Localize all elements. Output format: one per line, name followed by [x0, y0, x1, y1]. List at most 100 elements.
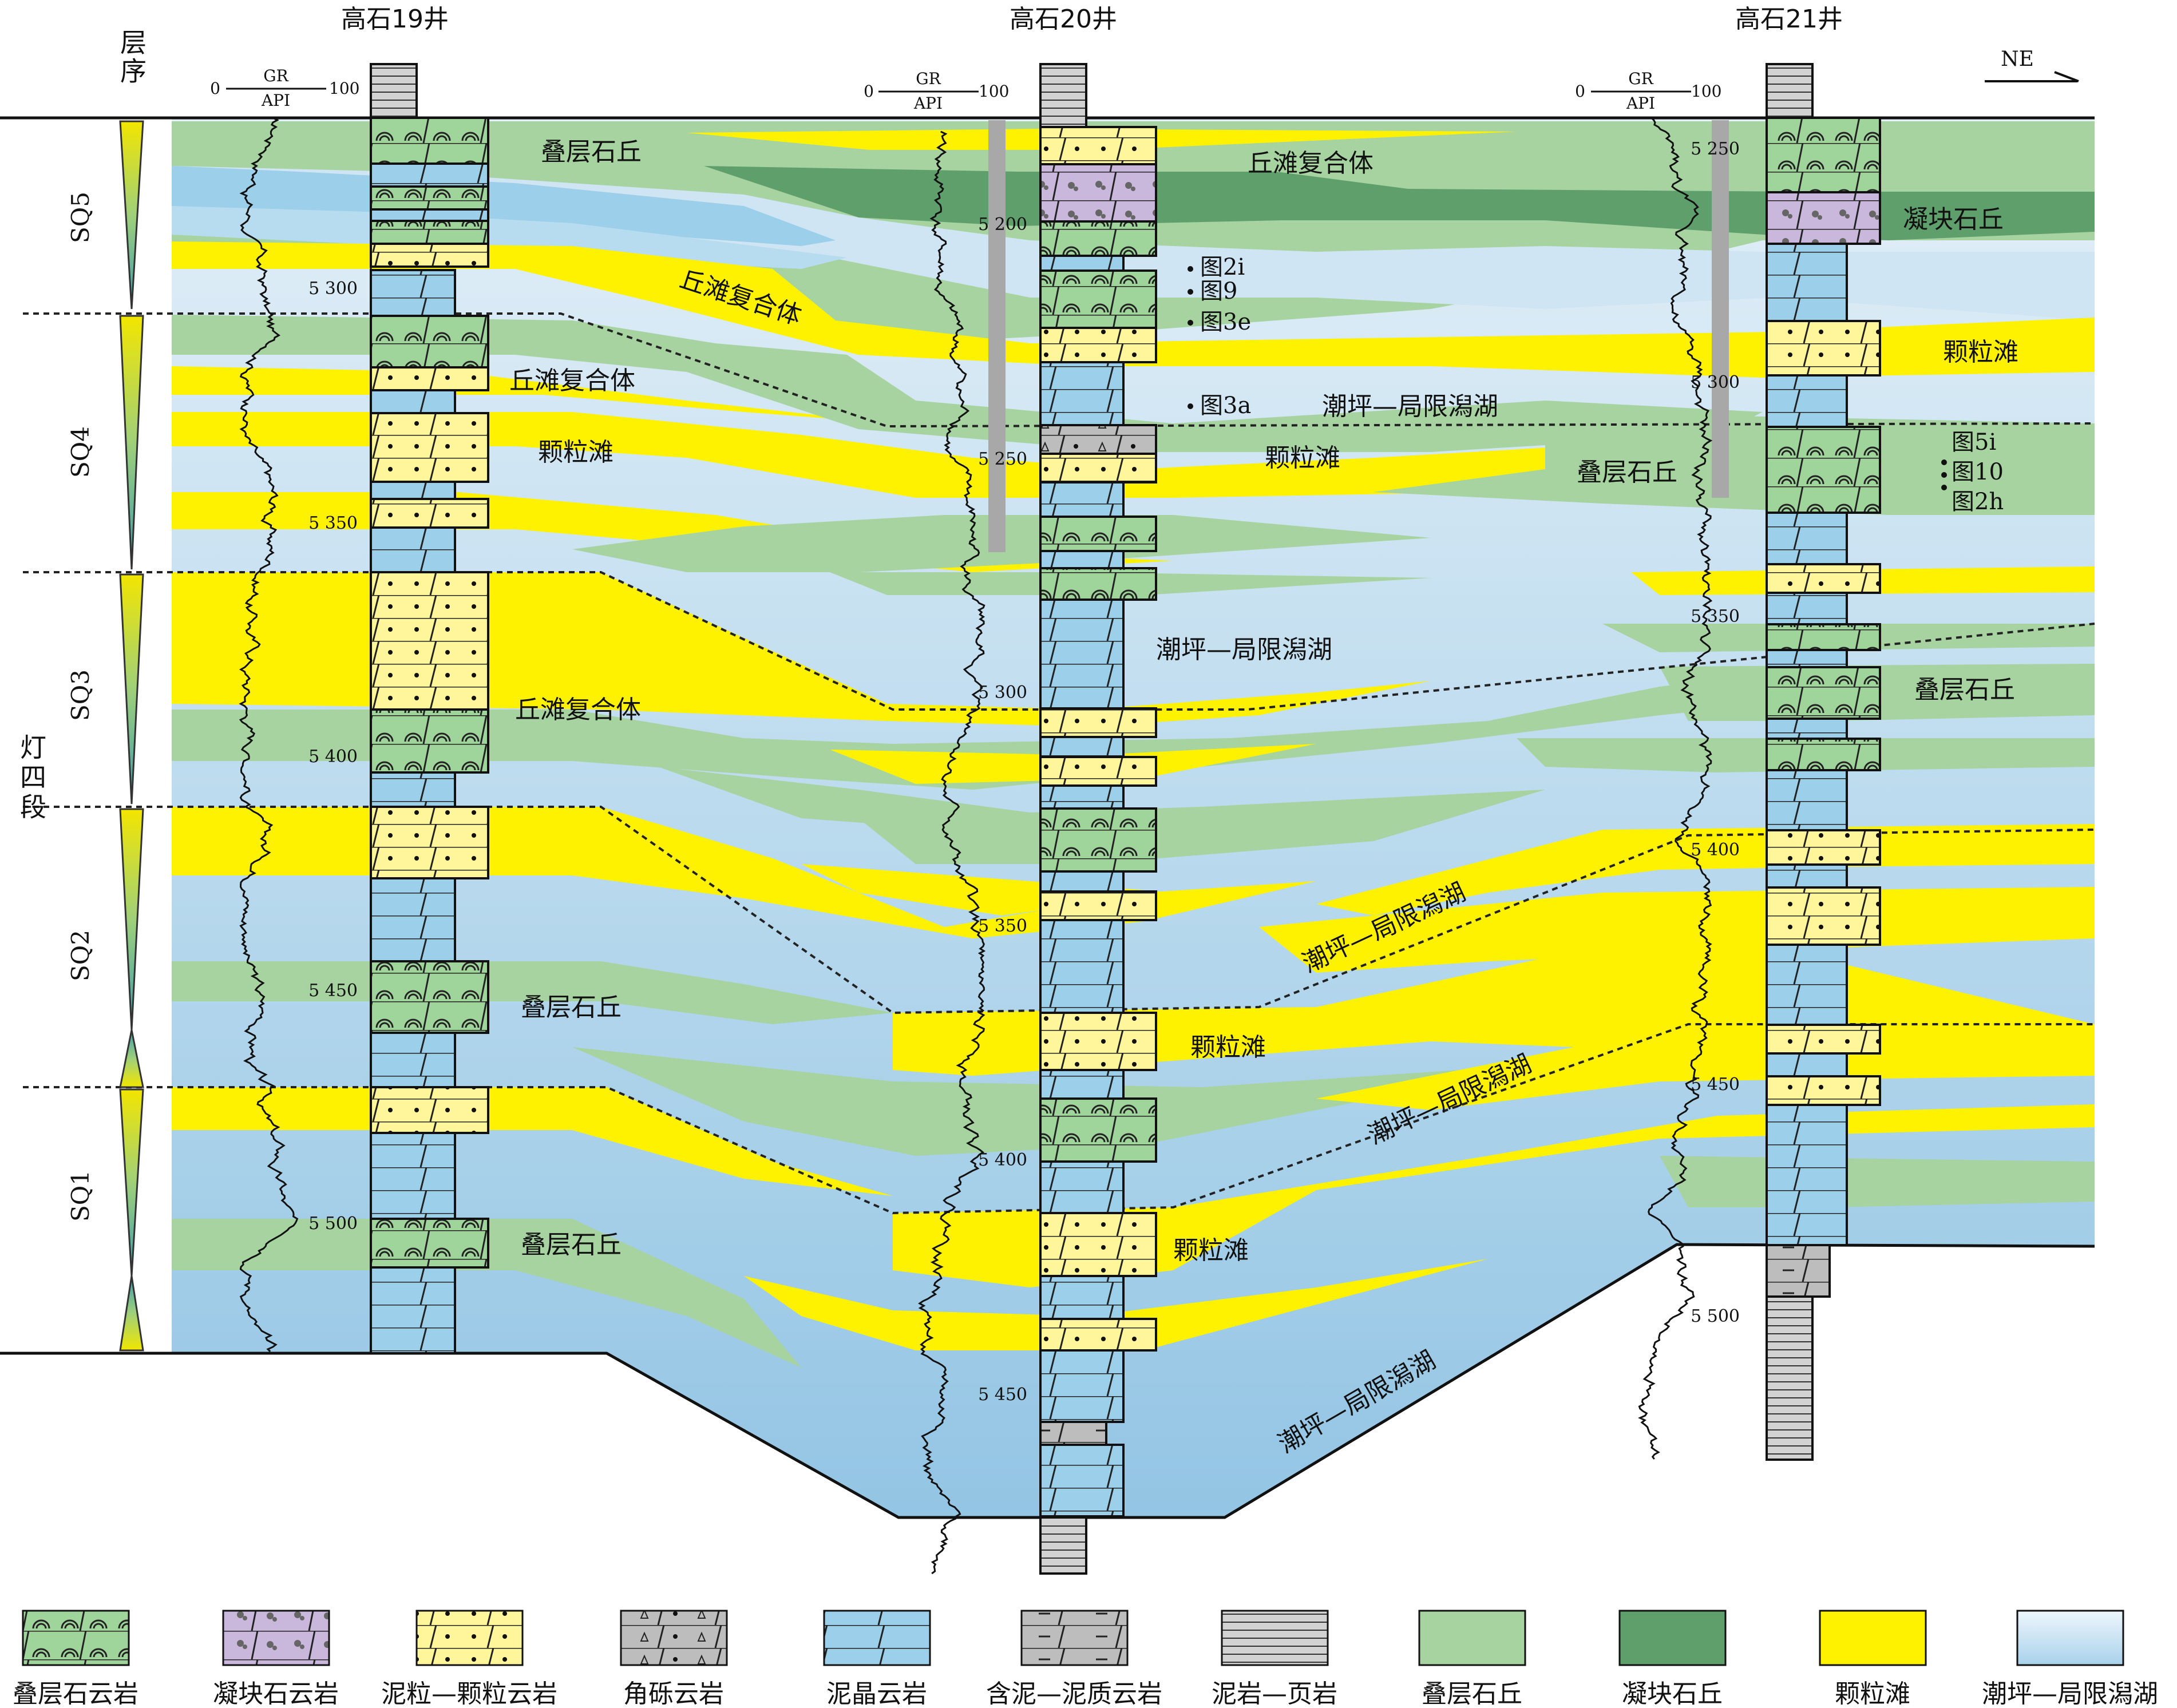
sequence-column-header: 层序 [116, 29, 147, 86]
sequence-triangle [119, 315, 144, 570]
gr-header-gs20: GR API 0 100 [864, 69, 1009, 113]
legend-label: 含泥—泥质云岩 [986, 1679, 1162, 1708]
sequence-names: SQ5 SQ4 SQ3 SQ2 SQ1 [66, 192, 94, 1222]
facies-label: 颗粒滩 [1265, 443, 1340, 473]
facies-label: 颗粒滩 [538, 438, 613, 467]
sequence-label-sq1: SQ1 [66, 1170, 94, 1222]
legend-label: 凝块石云岩 [213, 1679, 339, 1708]
depth-tick: 5 250 [978, 449, 1027, 469]
grain-shoal-body [172, 366, 893, 423]
facies-label: 叠层石丘 [1914, 675, 2015, 704]
stromatolite-mound-body [858, 790, 1545, 864]
facies-label: 潮坪—局限潟湖 [1322, 392, 1498, 421]
sampling-bars [988, 120, 1729, 552]
well-column-gs20 [1039, 63, 1157, 1575]
legend-swatch-breccia-dolomite [620, 1610, 728, 1666]
sequence-triangle [119, 1029, 144, 1088]
depth-ticks-gs20: 5 200 5 250 5 300 5 350 5 400 5 450 [978, 215, 1027, 1405]
well-column-gs21 [1766, 63, 1881, 1461]
direction-label: NE [2001, 47, 2034, 71]
legend-swatch-argillaceous-dolomite [1020, 1610, 1129, 1666]
depth-tick: 5 450 [978, 1385, 1027, 1405]
gr-curve-gs19 [239, 117, 299, 1353]
stromatolite-mound-body [172, 664, 2095, 790]
gr-min-label: 0 [864, 82, 874, 101]
legend-label: 潮坪—局限潟湖 [1982, 1679, 2158, 1708]
depth-tick: 5 400 [1691, 840, 1740, 860]
formation-label: 灯四段 [16, 734, 47, 823]
column-header: 层序 灯四段 [16, 29, 147, 823]
gr-header-gs19: GR API 0 100 [210, 66, 359, 110]
facies-label: 颗粒滩 [1943, 338, 2018, 367]
grain-shoal-body [1316, 824, 2095, 916]
legend-label: 角砾云岩 [623, 1679, 724, 1708]
api-label: API [913, 94, 943, 113]
gr-label: GR [916, 69, 941, 88]
depth-tick: 5 400 [978, 1150, 1027, 1170]
lagoon-band [172, 206, 847, 269]
grain-shoal-body [744, 1259, 1488, 1350]
legend [22, 1610, 2124, 1666]
sequence-triangle [119, 573, 144, 805]
legend-swatch-tidal-flat-lagoon [2016, 1610, 2124, 1666]
api-label: API [1626, 94, 1655, 113]
legend-swatch-thrombolite-dolomite [222, 1610, 330, 1666]
gr-label: GR [1628, 69, 1653, 88]
stromatolite-mound-body [1660, 1156, 2095, 1207]
legend-swatch-grain-shoal [1819, 1610, 1927, 1666]
api-label: API [261, 91, 290, 110]
sequence-triangle [119, 120, 144, 310]
legend-label: 泥晶云岩 [826, 1679, 927, 1708]
north-east-indicator: NE [1985, 47, 2079, 82]
facies-label: 叠层石丘 [541, 137, 642, 167]
legend-label: 泥粒—颗粒云岩 [381, 1679, 557, 1708]
sample-marker: 图2i [1200, 254, 1245, 280]
gr-min-label: 0 [210, 79, 220, 98]
gr-max-label: 100 [329, 79, 359, 98]
depth-tick: 5 500 [1691, 1306, 1740, 1326]
sample-marker: 图3a [1200, 393, 1251, 419]
stromatolite-mound-body [172, 961, 893, 1024]
sequence-triangle [119, 808, 144, 1031]
sample-marker: 图9 [1200, 278, 1237, 304]
depth-tick: 5 350 [978, 916, 1027, 936]
facies-label: 叠层石丘 [1577, 458, 1677, 487]
legend-label: 颗粒滩 [1835, 1679, 1910, 1708]
sequence-label-sq5: SQ5 [66, 192, 94, 243]
depth-ticks-gs21: 5 250 5 300 5 350 5 400 5 450 5 500 [1691, 139, 1740, 1326]
legend-swatch-micrite-dolomite [823, 1610, 931, 1666]
grain-shoal-body [172, 1087, 893, 1196]
sequence-column [119, 120, 144, 1352]
facies-label: 丘滩复合体 [509, 366, 635, 395]
sample-markers: 图2i 图9 图3e 图3a 图5i 图10 图2h [1188, 254, 2004, 515]
legend-swatch-grainstone-dolomite [415, 1610, 524, 1666]
facies-label: 叠层石丘 [521, 993, 622, 1022]
legend-swatch-mudstone-shale [1221, 1610, 1329, 1666]
facies-label: 叠层石丘 [521, 1230, 622, 1259]
depth-tick: 5 500 [308, 1214, 358, 1234]
depth-tick: 5 300 [1691, 372, 1740, 393]
well-title-gs19: 高石19井 [341, 5, 449, 34]
well-titles: 高石19井 高石20井 高石21井 [341, 5, 1843, 34]
sample-marker: 图2h [1952, 489, 2004, 515]
sequence-label-sq3: SQ3 [66, 669, 94, 721]
sequence-triangle [119, 1088, 144, 1277]
gr-max-label: 100 [979, 82, 1009, 101]
depth-tick: 5 450 [1691, 1075, 1740, 1095]
gr-header-gs21: GR API 0 100 [1575, 69, 1721, 113]
facies-label: 潮坪—局限潟湖 [1156, 635, 1332, 664]
gr-label: GR [263, 66, 288, 85]
depth-tick: 5 200 [978, 215, 1027, 235]
stromatolite-mound-body [1374, 412, 2095, 515]
well-title-gs20: 高石20井 [1010, 5, 1117, 34]
legend-swatch-stromatolite-dolomite [22, 1610, 130, 1666]
legend-label: 叠层石丘 [1422, 1679, 1522, 1708]
depth-tick: 5 450 [308, 981, 358, 1001]
sample-marker: 图10 [1952, 459, 2004, 485]
depth-ticks-gs19: 5 300 5 350 5 400 5 450 5 500 [308, 279, 358, 1234]
sequence-label-sq4: SQ4 [66, 426, 94, 478]
depth-axes [370, 118, 1768, 1574]
lagoon-band [172, 166, 836, 246]
sequence-label-sq2: SQ2 [66, 930, 94, 981]
